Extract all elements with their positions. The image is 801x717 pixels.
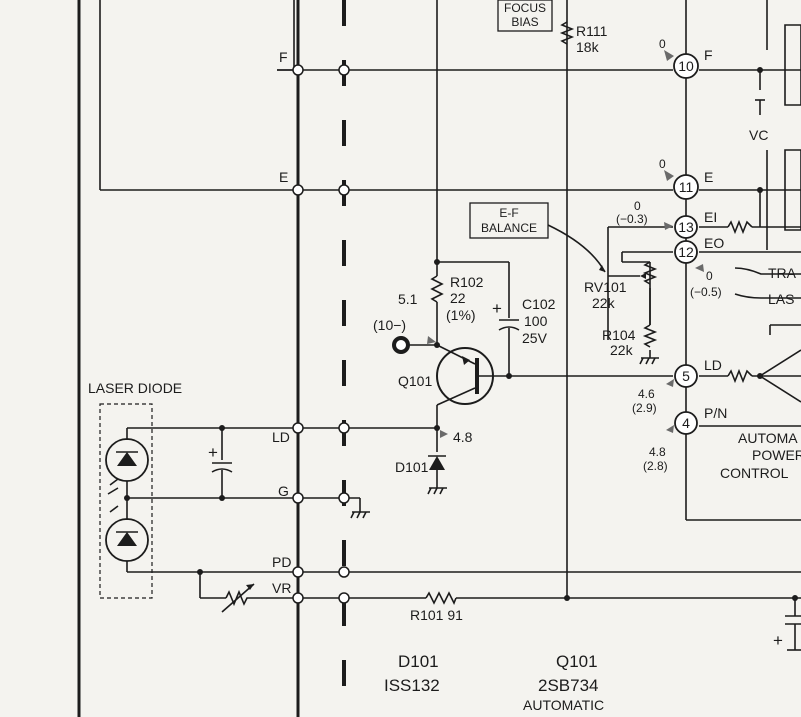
r102-tolerance: (1%) bbox=[446, 307, 476, 323]
parts-q101-note: AUTOMATIC bbox=[523, 697, 604, 713]
ef-balance-line1: E-F bbox=[499, 206, 518, 220]
r104-value: 22k bbox=[610, 342, 634, 358]
apc-label-line1: AUTOMA bbox=[738, 430, 798, 446]
apc-label-line2: POWER bbox=[752, 447, 801, 463]
laser-diode-label: LASER DIODE bbox=[88, 380, 182, 396]
r111-name: R111 bbox=[576, 23, 608, 39]
net-label-vc: VC bbox=[749, 127, 768, 143]
q101-circuit bbox=[392, 21, 575, 605]
voltage-pin13-a: 0 bbox=[634, 199, 641, 213]
focus-bias-box bbox=[497, 0, 553, 32]
parts-q101-name: Q101 bbox=[556, 652, 598, 671]
voltage-pin10: 0 bbox=[659, 37, 666, 51]
voltage-pin5-a: 4.6 bbox=[638, 387, 655, 401]
net-label-ld: LD bbox=[272, 429, 290, 445]
c102-value: 100 bbox=[524, 313, 548, 329]
r102-value: 22 bbox=[450, 290, 466, 306]
laser-diode-package bbox=[99, 403, 370, 613]
rv101-value: 22k bbox=[592, 295, 616, 311]
output-cap-polarity: + bbox=[773, 631, 783, 650]
net-label-g: G bbox=[278, 483, 289, 499]
voltage-q101-emitter: 5.1 bbox=[398, 291, 418, 307]
voltage-pin13-b: (−0.3) bbox=[616, 212, 648, 226]
net-label-f-ic: F bbox=[704, 47, 713, 63]
voltage-pin4-a: 4.8 bbox=[649, 445, 666, 459]
laser-cap-polarity: + bbox=[208, 443, 218, 462]
net-label-e-ic: E bbox=[704, 169, 713, 185]
pin-12: 12 bbox=[678, 244, 694, 260]
rv101-name: RV101 bbox=[584, 279, 627, 295]
c102-polarity: + bbox=[492, 299, 502, 318]
ic-side bbox=[727, 24, 801, 651]
net-label-ei: EI bbox=[704, 209, 717, 225]
net-label-eo: EO bbox=[704, 235, 724, 251]
laser-label: LAS bbox=[768, 291, 794, 307]
voltage-q101-collector: 4.8 bbox=[453, 429, 473, 445]
pin-4: 4 bbox=[682, 415, 690, 431]
voltage-arrows bbox=[427, 50, 704, 438]
r102-name: R102 bbox=[450, 274, 484, 290]
voltage-pin11: 0 bbox=[659, 157, 666, 171]
parts-d101-name: D101 bbox=[398, 652, 439, 671]
voltage-pin4-b: (2.8) bbox=[643, 459, 668, 473]
r101-label: R101 91 bbox=[410, 607, 463, 623]
ef-balance-line2: BALANCE bbox=[481, 221, 537, 235]
ef-balance-box bbox=[469, 202, 549, 239]
pin-11: 11 bbox=[679, 179, 694, 195]
net-label-e: E bbox=[279, 169, 288, 185]
voltage-pin12-a: 0 bbox=[706, 269, 713, 283]
connection-nodes bbox=[292, 64, 350, 604]
parts-d101-type: ISS132 bbox=[384, 676, 440, 695]
tracking-label: TRA bbox=[768, 265, 797, 281]
ic-pins: 10 11 13 12 5 4 bbox=[673, 53, 699, 435]
apc-label-line3: CONTROL bbox=[720, 465, 789, 481]
net-label-f: F bbox=[279, 49, 288, 65]
c102-name: C102 bbox=[522, 296, 556, 312]
d101-label: D101 bbox=[395, 459, 429, 475]
voltage-q101-emitter-alt: (10−) bbox=[373, 317, 406, 333]
net-label-vr: VR bbox=[272, 580, 291, 596]
focus-bias-line2: BIAS bbox=[511, 15, 538, 29]
c102-voltage: 25V bbox=[522, 330, 548, 346]
parts-q101-type: 2SB734 bbox=[538, 676, 599, 695]
pin-10: 10 bbox=[678, 58, 694, 74]
pin-13: 13 bbox=[678, 219, 694, 235]
net-label-pd: PD bbox=[272, 554, 291, 570]
voltage-pin12-b: (−0.5) bbox=[690, 285, 722, 299]
frame-lines bbox=[77, 0, 801, 717]
r104-name: R104 bbox=[602, 327, 636, 343]
net-label-pn: P/N bbox=[704, 405, 727, 421]
pin-5: 5 bbox=[682, 368, 690, 384]
rv101-r104 bbox=[547, 224, 659, 365]
focus-bias-line1: FOCUS bbox=[504, 1, 546, 15]
net-label-ld-ic: LD bbox=[704, 357, 722, 373]
r111-value: 18k bbox=[576, 39, 600, 55]
q101-label: Q101 bbox=[398, 373, 432, 389]
voltage-pin5-b: (2.9) bbox=[632, 401, 657, 415]
